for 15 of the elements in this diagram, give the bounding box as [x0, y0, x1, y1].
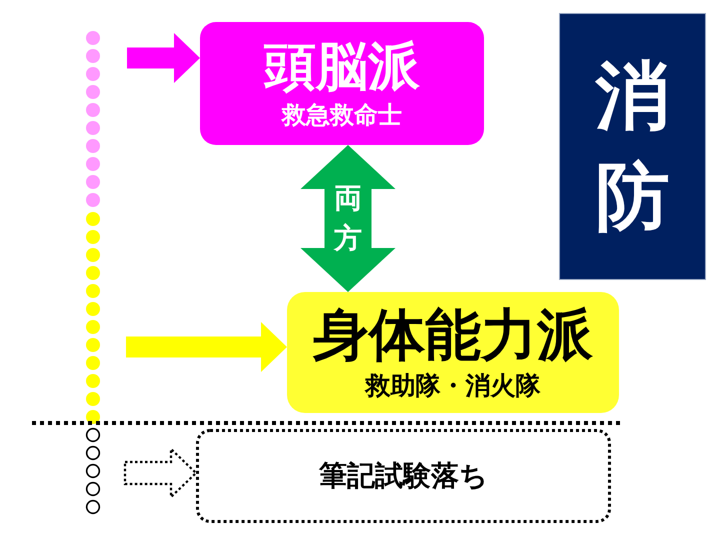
heading: 頭脳派	[264, 38, 420, 96]
subheading: 救急救命士	[282, 102, 402, 130]
outcome-box	[196, 429, 611, 523]
category-box	[200, 22, 484, 145]
arrow	[127, 33, 200, 83]
tag-box	[559, 13, 706, 280]
edge-label: 両方	[334, 180, 362, 256]
arrow	[124, 446, 198, 500]
heading: 身体能力派	[313, 305, 593, 368]
subheading: 救助隊・消火隊	[366, 372, 540, 400]
label-text: 筆記試験落ち	[319, 460, 488, 492]
category-box	[287, 292, 619, 413]
arrow	[126, 322, 287, 372]
label-text: 消防	[596, 52, 670, 242]
double-arrow	[300, 145, 396, 292]
